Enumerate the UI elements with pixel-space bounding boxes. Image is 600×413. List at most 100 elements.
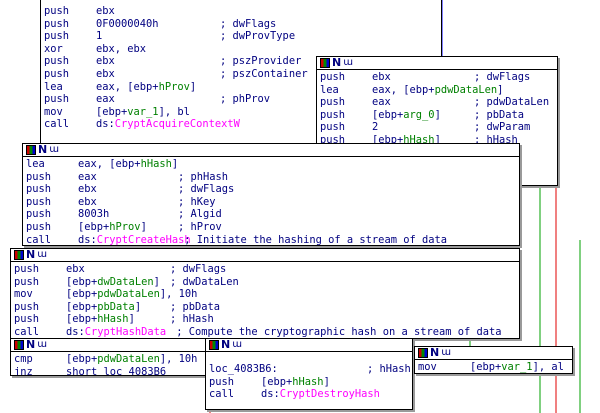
graph-overview-icon[interactable]: [209, 340, 219, 350]
operand: [ebp+pbData]: [66, 301, 170, 314]
api-function[interactable]: CryptHashData: [84, 325, 167, 338]
node-chart-icon[interactable]: ɯ: [37, 249, 47, 260]
mnemonic: call: [44, 118, 70, 131]
stack-variable[interactable]: hHash: [292, 375, 324, 388]
asm-line[interactable]: mov[ebp+var_1], al: [418, 361, 572, 373]
operand: 0F0000040h: [96, 18, 220, 31]
asm-line[interactable]: push[ebp+pbData]; pbData: [14, 301, 519, 314]
asm-line[interactable]: push[ebp+hHash]: [209, 376, 412, 389]
stack-variable[interactable]: var_1: [501, 361, 533, 373]
operand-text: ], al: [532, 361, 564, 373]
api-function[interactable]: CryptCreateHash: [96, 233, 191, 246]
operand-text: [ebp+: [96, 105, 128, 118]
stack-variable[interactable]: hHash: [140, 158, 172, 170]
node-n-icon[interactable]: N: [221, 338, 231, 351]
node-chart-icon[interactable]: ɯ: [343, 57, 353, 68]
comment: ; dwProvType: [220, 30, 296, 43]
mnemonic: call: [209, 388, 235, 401]
node-chart-icon[interactable]: ɯ: [232, 339, 242, 350]
mnemonic: lea: [44, 80, 63, 93]
api-function[interactable]: CryptDestroyHash: [279, 388, 380, 401]
stack-variable[interactable]: pbData: [97, 300, 135, 313]
node-chart-icon[interactable]: ɯ: [49, 144, 59, 155]
node-n-icon[interactable]: N: [26, 248, 36, 261]
graph-overview-icon[interactable]: [26, 145, 36, 155]
stack-variable[interactable]: hProv: [109, 220, 141, 233]
graph-node[interactable]: N ɯ mov[ebp+var_1], al: [414, 346, 573, 374]
asm-line[interactable]: mov[ebp+var_1], bl: [44, 106, 441, 119]
operand: [ebp+arg_0]: [372, 109, 474, 122]
operand-text: [ebp+: [66, 353, 98, 365]
asm-line[interactable]: mov[ebp+pdwDataLen], 10h: [14, 288, 519, 301]
mnemonic: push: [44, 55, 70, 68]
mnemonic: push: [44, 17, 70, 30]
stack-variable[interactable]: dwDataLen: [97, 275, 154, 288]
asm-line[interactable]: cmp[ebp+pdwDataLen], 10h: [14, 353, 206, 366]
operand: ds:CryptDestroyHash: [261, 388, 380, 401]
node-n-icon[interactable]: N: [430, 346, 440, 359]
graph-overview-icon[interactable]: [14, 340, 24, 350]
stack-variable[interactable]: pdwDataLen: [97, 353, 160, 365]
asm-line[interactable]: push[ebp+hProv]; hProv: [26, 221, 519, 234]
operand-text: ebx: [96, 5, 115, 17]
asm-line[interactable]: loc_4083B6:; hHash: [209, 363, 412, 376]
asm-line[interactable]: call ds:CryptDestroyHash: [209, 388, 412, 401]
graph-overview-icon[interactable]: [14, 250, 24, 260]
stack-variable[interactable]: pdwDataLen: [434, 83, 498, 96]
graph-overview-icon[interactable]: [418, 348, 428, 358]
asm-line[interactable]: push[ebp+arg_0]; pbData: [320, 109, 557, 122]
api-function[interactable]: CryptAcquireContextW: [114, 118, 240, 131]
comment: ; Algid: [178, 208, 222, 221]
operand-text: ebx: [78, 183, 97, 196]
node-n-icon[interactable]: N: [332, 56, 342, 69]
node-chart-icon[interactable]: ɯ: [37, 339, 47, 350]
asm-line[interactable]: push[ebp+dwDataLen]; dwDataLen: [14, 276, 519, 289]
comment: ; dwFlags: [474, 71, 531, 83]
comment: ; hHash: [170, 313, 214, 326]
stack-variable[interactable]: pdwDataLen: [97, 288, 160, 301]
stack-variable[interactable]: hHash: [403, 133, 435, 146]
mnemonic: push: [14, 275, 40, 288]
node-n-icon[interactable]: N: [26, 338, 36, 351]
graph-overview-icon[interactable]: [320, 58, 330, 68]
stack-variable[interactable]: var_1: [127, 105, 159, 118]
node-lines: mov[ebp+var_1], al: [415, 360, 572, 373]
asm-line[interactable]: push[ebp+hHash]; hHash: [320, 134, 557, 147]
stack-variable[interactable]: hProv: [158, 80, 190, 93]
asm-line[interactable]: push[ebp+hHash]; hHash: [14, 313, 519, 326]
operand-text: ds:: [261, 388, 280, 401]
node-chart-icon[interactable]: ɯ: [441, 347, 451, 358]
stack-variable[interactable]: hHash: [97, 313, 129, 326]
stack-variable[interactable]: arg_0: [403, 108, 435, 121]
node-n-icon[interactable]: N: [38, 143, 48, 156]
